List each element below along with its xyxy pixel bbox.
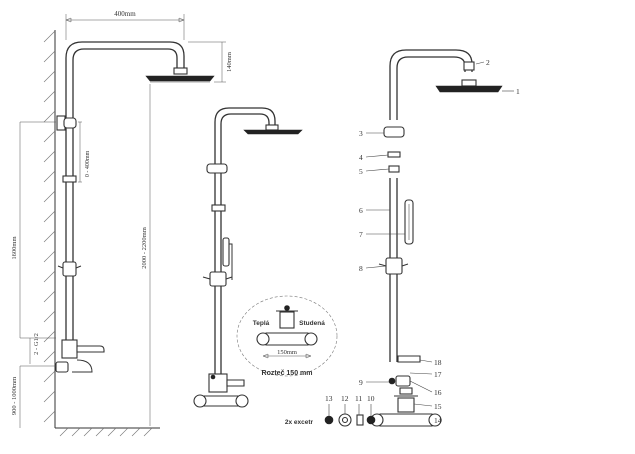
callout-10: 10 <box>367 394 375 403</box>
callout-18: 18 <box>434 358 442 367</box>
spacing-value: 150mm <box>277 349 297 356</box>
dim-inlet-height: 900 - 1000mm <box>11 377 18 415</box>
callout-11: 11 <box>355 394 362 403</box>
dim-rail-height: 1600mm <box>11 236 18 259</box>
mixer-valve-icon <box>55 339 105 373</box>
assembled-view <box>193 107 303 408</box>
floor-hatch-icon <box>55 427 160 437</box>
exploded-view: 2x excetr <box>285 49 514 427</box>
callout-16: 16 <box>434 388 442 397</box>
spacing-detail: Teplá Studená 150mm Rozteč 150 mm <box>236 295 338 377</box>
dim-thread: 2 - G1/2 <box>33 333 40 355</box>
callout-9: 9 <box>359 378 363 387</box>
side-view: 400mm 140mm 1600mm 0 - 400mm 2000 - 2200… <box>11 10 233 437</box>
callout-13: 13 <box>325 394 333 403</box>
callout-5: 5 <box>359 167 363 176</box>
callout-15: 15 <box>434 402 442 411</box>
eccentric-fitting-icon <box>324 413 376 427</box>
wall-hatch-icon <box>43 30 56 428</box>
shower-head-icon <box>243 124 303 135</box>
dim-head-drop: 140mm <box>226 52 233 72</box>
shower-head-icon <box>435 79 503 93</box>
callout-3: 3 <box>359 129 363 138</box>
eccentric-label: 2x excetr <box>285 419 314 426</box>
callout-2: 2 <box>486 58 490 67</box>
callout-12: 12 <box>341 394 349 403</box>
callout-4: 4 <box>359 153 363 162</box>
callout-17: 17 <box>434 370 442 379</box>
dim-total-height: 2000 - 2200mm <box>141 227 148 269</box>
shower-head-icon <box>145 67 215 83</box>
hot-label: Teplá <box>253 320 270 327</box>
cold-label: Studená <box>299 320 325 327</box>
callout-14: 14 <box>434 416 442 425</box>
callout-7: 7 <box>359 230 363 239</box>
hand-shower-icon <box>222 237 233 280</box>
dim-slide-range: 0 - 400mm <box>85 151 91 178</box>
spacing-caption: Rozteč 150 mm <box>262 370 313 377</box>
hand-shower-icon <box>404 199 414 245</box>
callout-6: 6 <box>359 206 363 215</box>
dim-arm-length: 400mm <box>114 10 136 18</box>
callout-1: 1 <box>516 87 520 96</box>
callout-8: 8 <box>359 264 363 273</box>
callout-numbers: 1 2 3 4 5 6 7 8 9 10 11 12 13 14 15 16 1… <box>325 58 520 425</box>
